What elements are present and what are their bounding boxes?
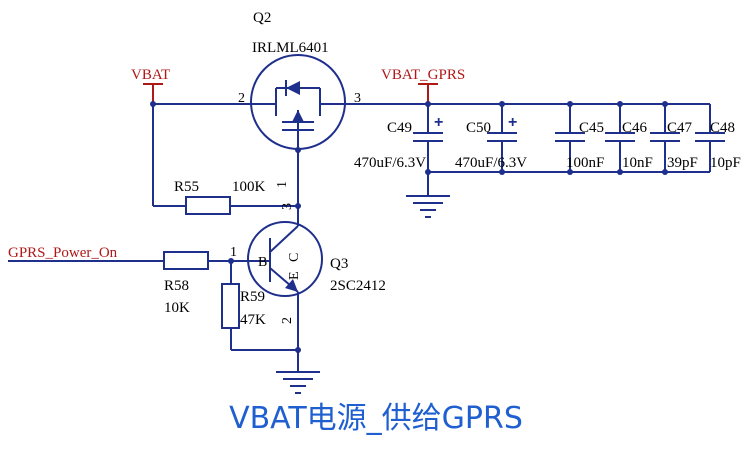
q2-pin1: 1 (275, 181, 290, 188)
q3-emitter-arrow (285, 279, 298, 292)
c49-polarity-mark: + (434, 114, 443, 131)
r59-value-label: 47K (240, 312, 266, 328)
c45-value-label: 100nF (566, 155, 604, 171)
q2-pin3: 3 (354, 91, 361, 106)
c50-ref-label: C50 (466, 120, 491, 136)
q2-body-diode-arrow (286, 81, 300, 95)
r59-resistor: R59 47K (221, 283, 266, 329)
q3-pin3: 3 (280, 203, 295, 210)
r58-ref-label: R58 (164, 278, 189, 294)
vbat-net-flag: VBAT (131, 67, 170, 104)
c49-value-label: 470uF/6.3V (354, 155, 426, 171)
q3-ref-label: Q3 (330, 256, 348, 272)
c49-capacitor: + C49 470uF/6.3V (354, 104, 443, 172)
r58-resistor: R58 10K (163, 251, 209, 316)
c49-ref-label: C49 (387, 120, 412, 136)
q3-part-label: 2SC2412 (330, 278, 386, 294)
q3-npn-transistor: B E C Q3 2SC2412 1 3 2 (230, 203, 386, 324)
junction-dots (150, 101, 668, 353)
q3-base-letter: B (258, 255, 267, 270)
c46-capacitor: C46 10nF (605, 104, 653, 172)
wires (8, 103, 710, 372)
c50-value-label: 470uF/6.3V (455, 155, 527, 171)
r55-resistor: R55 100K (174, 179, 266, 215)
r59-ref-label: R59 (240, 289, 265, 305)
c45-ref-label: C45 (579, 120, 604, 136)
q3-collector-letter: C (287, 253, 302, 262)
c45-capacitor: C45 100nF (555, 104, 604, 172)
vbat-gprs-net-label: VBAT_GPRS (381, 67, 465, 83)
q2-ref-label: Q2 (253, 10, 271, 26)
q2-mosfet: Q2 IRLML6401 2 3 1 (238, 10, 361, 188)
diagram-title: VBAT电源_供给GPRS (229, 401, 523, 436)
c47-capacitor: C47 39pF (650, 104, 698, 172)
gprs-power-on-label: GPRS_Power_On (8, 245, 118, 261)
q3-pin2: 2 (280, 317, 295, 324)
ground-symbol-q3 (276, 371, 320, 394)
c47-ref-label: C47 (667, 120, 693, 136)
c48-capacitor: C48 10pF (695, 104, 741, 172)
q2-channel-arrow (292, 110, 304, 122)
c46-ref-label: C46 (622, 120, 648, 136)
vbat-net-label: VBAT (131, 67, 170, 83)
c50-polarity-mark: + (508, 114, 517, 131)
q2-part-label: IRLML6401 (252, 40, 329, 56)
q2-pin2: 2 (238, 91, 245, 106)
r55-ref-label: R55 (174, 179, 199, 195)
q3-emitter-letter: E (287, 271, 302, 280)
vbat-gprs-net-flag: VBAT_GPRS (381, 67, 465, 104)
c48-value-label: 10pF (710, 155, 741, 171)
q3-pin1: 1 (230, 245, 237, 260)
r55-value-label: 100K (232, 179, 266, 195)
c46-value-label: 10nF (622, 155, 653, 171)
c50-capacitor: + C50 470uF/6.3V (455, 104, 527, 172)
r58-value-label: 10K (164, 300, 190, 316)
ground-symbol-caps (406, 195, 450, 218)
c47-value-label: 39pF (667, 155, 698, 171)
c48-ref-label: C48 (710, 120, 735, 136)
gprs-power-on-net: GPRS_Power_On (8, 245, 118, 261)
